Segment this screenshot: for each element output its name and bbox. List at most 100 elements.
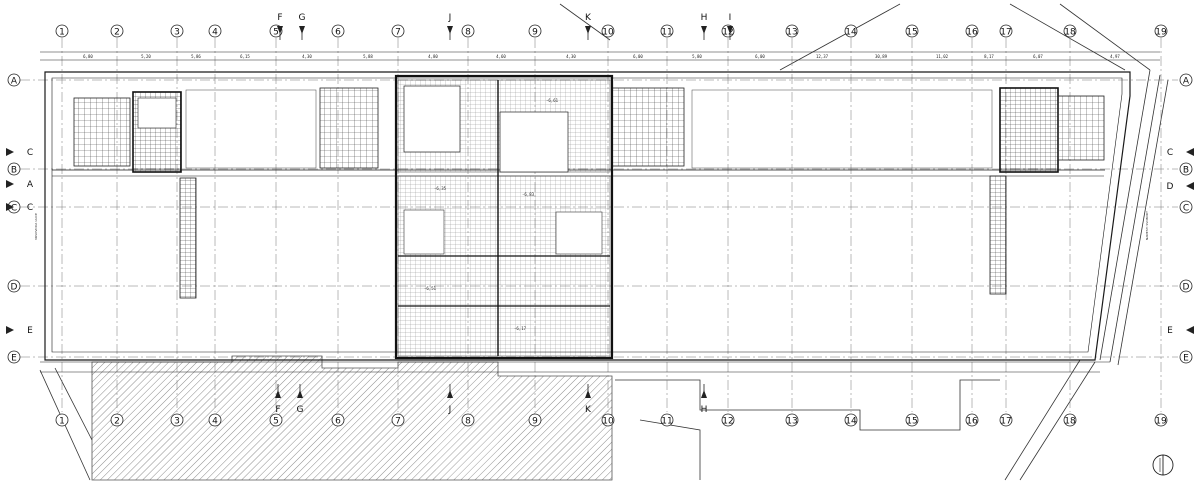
hatched-area [91, 355, 613, 481]
column-marker-bottom: 8 [461, 413, 475, 427]
section-marker-bottom: F [275, 384, 281, 415]
section-marker-bottom-label: J [448, 405, 452, 415]
column-marker-bottom: 19 [1154, 413, 1168, 427]
column-marker-top: 18 [1063, 24, 1077, 38]
column-label-top: 17 [1000, 28, 1011, 38]
row-marker-left: D [7, 279, 21, 293]
section-marker-top-label: F [277, 13, 282, 23]
column-marker-top: 15 [905, 24, 919, 38]
column-label-top: 19 [1155, 28, 1167, 38]
column-marker-bottom: 17 [999, 413, 1013, 427]
column-marker-bottom: 15 [905, 413, 919, 427]
column-marker-top: 3 [170, 24, 184, 38]
column-marker-top: 1 [55, 24, 69, 38]
section-marker-left: C [6, 148, 33, 158]
site-boundary-lines [39, 3, 1169, 481]
column-marker-top: 14 [844, 24, 858, 38]
dimension-label: 6,15 [240, 54, 250, 59]
column-label-bottom: 6 [335, 417, 341, 427]
dimension-label: 4,97 [1110, 54, 1120, 59]
section-marker-top-label: I [729, 13, 732, 23]
dimension-label: 6,80 [83, 54, 93, 59]
section-marker-top: H [701, 13, 707, 40]
column-marker-bottom: 9 [528, 413, 542, 427]
column-marker-top: 2 [110, 24, 124, 38]
column-marker-bottom: 3 [170, 413, 184, 427]
row-label-left: D [11, 282, 18, 292]
column-label-bottom: 4 [212, 417, 218, 427]
section-marker-left-label: E [27, 326, 33, 336]
north-arrow-icon [1152, 454, 1174, 476]
section-marker-bottom: K [585, 384, 592, 415]
section-marker-top: F [277, 13, 283, 40]
right-stair-core [611, 87, 1105, 295]
column-marker-bottom: 14 [844, 413, 858, 427]
column-label-top: 1 [59, 28, 65, 38]
section-marker-bottom: G [297, 384, 304, 415]
column-label-bottom: 17 [1000, 417, 1011, 427]
row-marker-right: E [1179, 350, 1193, 364]
dimension-label: 8,17 [984, 54, 994, 59]
dimension-label: 5,86 [191, 54, 201, 59]
row-marker-left: B [7, 162, 21, 176]
column-label-top: 13 [786, 28, 797, 38]
section-marker-left-label: C [27, 203, 33, 213]
column-label-bottom: 11 [661, 417, 672, 427]
column-label-bottom: 8 [465, 417, 471, 427]
column-label-bottom: 2 [114, 417, 120, 427]
dimension-label: 4,30 [566, 54, 576, 59]
row-label-left: B [11, 165, 17, 175]
central-apartment-block [394, 74, 614, 360]
section-marker-right: C [1167, 148, 1194, 158]
section-marker-left-label: C [27, 148, 33, 158]
dimension-label: 6,00 [755, 54, 765, 59]
column-label-top: 15 [906, 28, 917, 38]
column-marker-top: 8 [461, 24, 475, 38]
dimension-label: 5,20 [141, 54, 151, 59]
column-marker-top: 9 [528, 24, 542, 38]
dimension-label: 12,37 [816, 54, 829, 59]
dimension-label: 6,07 [1033, 54, 1043, 59]
row-marker-left: E [7, 350, 21, 364]
column-marker-bottom: 12 [721, 413, 735, 427]
section-marker-right-label: E [1167, 326, 1173, 336]
left-stair-core [73, 87, 379, 299]
row-label-right: A [1183, 76, 1190, 86]
column-label-top: 8 [465, 28, 471, 38]
dimension-label: 5,80 [692, 54, 702, 59]
column-label-bottom: 19 [1155, 417, 1167, 427]
column-marker-top: 16 [965, 24, 979, 38]
column-label-top: 7 [395, 28, 401, 38]
section-marker-bottom: H [701, 384, 707, 415]
street-label-left: VRSOVICKA ULICE [34, 213, 38, 240]
section-marker-right-label: D [1167, 182, 1174, 192]
column-label-bottom: 12 [722, 417, 733, 427]
column-label-top: 18 [1064, 28, 1076, 38]
dimension-label: 11,02 [936, 54, 949, 59]
column-marker-top: 7 [391, 24, 405, 38]
section-marker-bottom-label: K [585, 405, 592, 415]
row-label-left: E [11, 353, 17, 363]
section-marker-top: G [299, 13, 306, 40]
section-marker-bottom: J [447, 384, 453, 415]
column-label-bottom: 7 [395, 417, 401, 427]
column-label-top: 16 [966, 28, 978, 38]
column-marker-bottom: 5 [269, 413, 283, 427]
row-label-right: B [1183, 165, 1189, 175]
column-label-top: 9 [532, 28, 538, 38]
column-marker-top: 19 [1154, 24, 1168, 38]
section-marker-top: I [727, 13, 733, 40]
column-label-bottom: 16 [966, 417, 978, 427]
column-label-bottom: 14 [845, 417, 857, 427]
dimension-label: 4,80 [428, 54, 438, 59]
column-marker-top: 6 [331, 24, 345, 38]
column-marker-bottom: 2 [110, 413, 124, 427]
row-marker-right: A [1179, 73, 1193, 87]
section-marker-left-label: A [27, 180, 34, 190]
section-marker-top-label: K [585, 13, 592, 23]
column-marker-bottom: 13 [785, 413, 799, 427]
column-label-bottom: 1 [59, 417, 65, 427]
